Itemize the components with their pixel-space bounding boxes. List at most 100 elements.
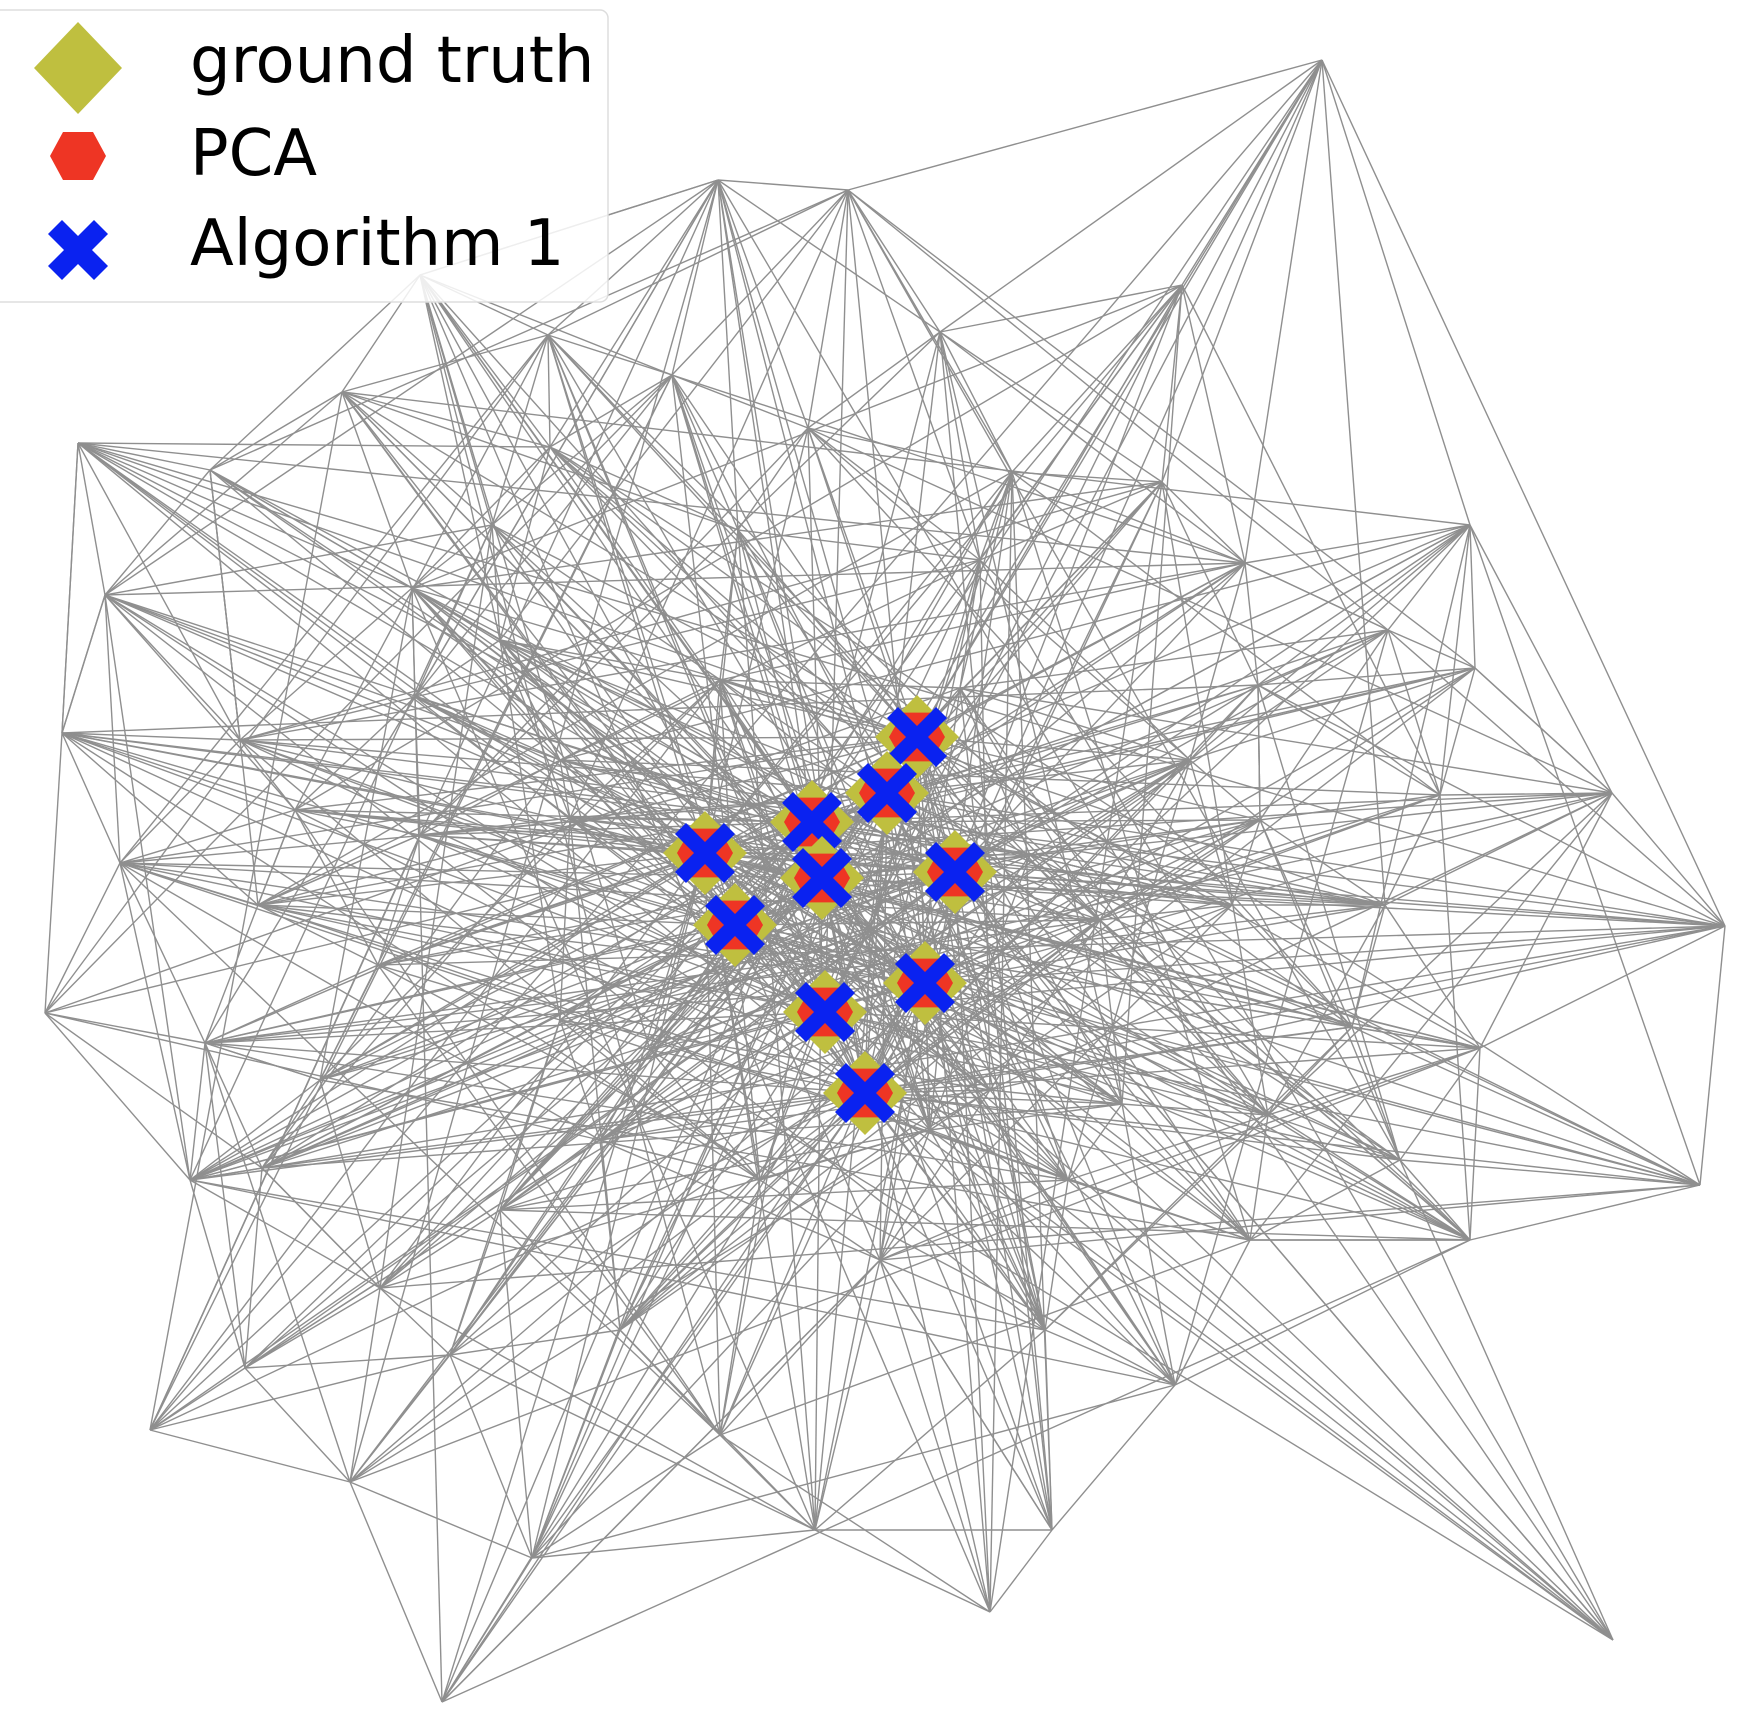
graph-edge bbox=[499, 446, 551, 641]
graph-edge bbox=[77, 442, 991, 1091]
graph-edge bbox=[77, 442, 106, 596]
graph-edge bbox=[924, 982, 1471, 1241]
graph-edge bbox=[954, 471, 1013, 873]
graph-edge bbox=[879, 871, 956, 1261]
graph-edge bbox=[879, 1259, 991, 1613]
graph-edge bbox=[239, 739, 826, 1013]
graph-edge bbox=[954, 684, 1259, 873]
graph-edge bbox=[1469, 1047, 1481, 1241]
graph-edge bbox=[341, 391, 866, 1094]
graph-edge bbox=[717, 179, 809, 429]
graph-edge bbox=[924, 819, 1261, 984]
graph-edge bbox=[719, 679, 918, 738]
graph-edge bbox=[1321, 59, 1471, 526]
graph-edge bbox=[599, 1139, 881, 1261]
graph-edge bbox=[104, 594, 561, 761]
graph-edge bbox=[61, 594, 106, 734]
graph-edge bbox=[491, 524, 1233, 906]
graph-edge bbox=[441, 1239, 1471, 1703]
graph-edge bbox=[294, 696, 416, 811]
graph-edge bbox=[319, 924, 736, 1081]
graph-edge bbox=[419, 274, 866, 1094]
graph-edge bbox=[1259, 819, 1401, 1161]
graph-edge bbox=[1387, 629, 1476, 669]
graph-edge bbox=[734, 524, 1471, 926]
graph-edge bbox=[734, 919, 1101, 926]
graph-edge bbox=[189, 1092, 866, 1181]
graph-edge bbox=[104, 594, 121, 864]
graph-edge bbox=[824, 59, 1323, 1013]
graph-edge bbox=[954, 871, 1401, 1161]
graph-edge bbox=[1099, 819, 1261, 921]
graph-edge bbox=[77, 442, 551, 448]
graph-edge bbox=[239, 739, 888, 794]
graph-edge bbox=[1267, 792, 1613, 1116]
graph-edge bbox=[549, 446, 739, 531]
graph-edge bbox=[44, 1012, 601, 1141]
graph-edge bbox=[491, 524, 501, 641]
algorithm-1-x-marker bbox=[795, 982, 855, 1042]
graph-edge bbox=[939, 284, 1183, 333]
graph-edge bbox=[349, 1092, 866, 1483]
graph-edge bbox=[824, 1011, 1701, 1186]
graph-edge bbox=[814, 1259, 881, 1531]
graph-edge bbox=[734, 471, 1013, 926]
graph-edge bbox=[811, 471, 1013, 823]
graph-edge bbox=[954, 871, 1046, 1331]
graph-edge bbox=[717, 179, 739, 531]
graph-edge bbox=[734, 924, 1701, 1186]
graph-edge bbox=[44, 852, 706, 1014]
graph-edge bbox=[864, 1092, 1614, 1641]
algorithm-1-x-marker bbox=[895, 953, 955, 1013]
graph-edge bbox=[929, 1103, 1123, 1131]
graph-edge bbox=[411, 481, 1163, 589]
graph-edge bbox=[1479, 925, 1726, 1049]
graph-edge bbox=[1439, 794, 1471, 1241]
graph-edge bbox=[204, 1042, 321, 1081]
graph-edge bbox=[104, 594, 296, 811]
graph-edge bbox=[189, 1011, 826, 1181]
graph-edge bbox=[379, 1129, 931, 1289]
graph-edge bbox=[257, 809, 296, 906]
graph-edge bbox=[257, 559, 981, 906]
graph-edge bbox=[1181, 284, 1441, 796]
graph-edge bbox=[1267, 1047, 1481, 1116]
graph-edge bbox=[341, 391, 1471, 526]
graph-edge bbox=[924, 667, 1476, 984]
graph-edge bbox=[864, 1092, 1069, 1181]
graph-edge bbox=[929, 1129, 1614, 1641]
graph-edge bbox=[989, 925, 1726, 1091]
graph-edge bbox=[1351, 904, 1386, 1028]
graph-edge bbox=[807, 427, 1613, 794]
graph-edge bbox=[419, 274, 991, 1613]
graph-edge bbox=[847, 189, 1401, 1161]
graph-edge bbox=[499, 1011, 826, 1211]
graph-edge bbox=[77, 442, 823, 879]
graph-edge bbox=[847, 189, 1476, 669]
graph-edge bbox=[954, 871, 1614, 1641]
graph-edge bbox=[341, 391, 551, 448]
graph-edge bbox=[209, 469, 823, 879]
graph-edge bbox=[61, 732, 259, 906]
graph-edge bbox=[1259, 794, 1441, 821]
graph-edge bbox=[499, 1129, 931, 1211]
diamond-icon bbox=[34, 22, 122, 114]
graph-edge bbox=[1067, 1179, 1614, 1641]
graph-edge bbox=[419, 834, 736, 926]
graph-edge bbox=[737, 427, 809, 531]
graph-edge bbox=[257, 904, 826, 1013]
graph-edge bbox=[979, 471, 1013, 561]
graph-edge bbox=[257, 834, 421, 906]
graph-edge bbox=[1321, 59, 1726, 927]
graph-edge bbox=[419, 274, 651, 1051]
graph-edge bbox=[1244, 562, 1259, 686]
graph-edge bbox=[411, 587, 1251, 1241]
graph-edge bbox=[61, 732, 121, 864]
graph-edge bbox=[1029, 759, 1191, 856]
graph-edge bbox=[989, 1089, 1069, 1181]
graph-edge bbox=[864, 1092, 1046, 1331]
legend-entry-ground-truth: ground truth bbox=[34, 22, 594, 114]
graph-edge bbox=[499, 639, 571, 819]
legend-entry-pca: PCA bbox=[50, 117, 317, 191]
